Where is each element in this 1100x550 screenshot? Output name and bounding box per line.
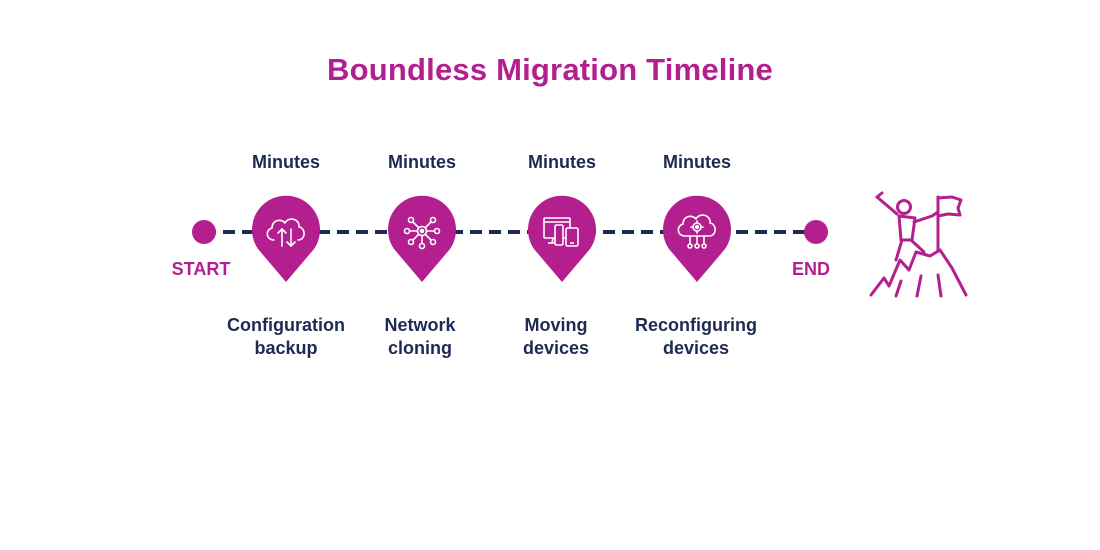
step-duration-3: Minutes	[527, 152, 596, 172]
step-label-3: Moving devices	[522, 315, 590, 358]
devices-icon	[543, 217, 579, 247]
summit-flag-climber-icon	[869, 191, 968, 298]
step-duration-4: Minutes	[662, 152, 731, 172]
start-label: START	[171, 259, 231, 279]
end-label: END	[791, 259, 830, 279]
step-label-4: Reconfiguring devices	[635, 315, 757, 358]
step-marker-1	[252, 195, 320, 282]
step-marker-3	[528, 195, 596, 282]
cloud-gear-icon	[677, 214, 716, 249]
step-duration-2: Minutes	[387, 152, 456, 172]
page-title: Boundless Migration Timeline	[327, 52, 773, 87]
step-label-2: Network cloning	[384, 315, 456, 358]
step-marker-4	[663, 195, 731, 282]
end-dot	[804, 220, 828, 244]
cloud-upload-download-icon	[266, 218, 305, 247]
step-duration-1: Minutes	[251, 152, 320, 172]
start-dot	[192, 220, 216, 244]
step-label-1: Configuration backup	[227, 315, 345, 358]
network-hub-icon	[403, 216, 441, 250]
step-marker-2	[388, 195, 456, 282]
